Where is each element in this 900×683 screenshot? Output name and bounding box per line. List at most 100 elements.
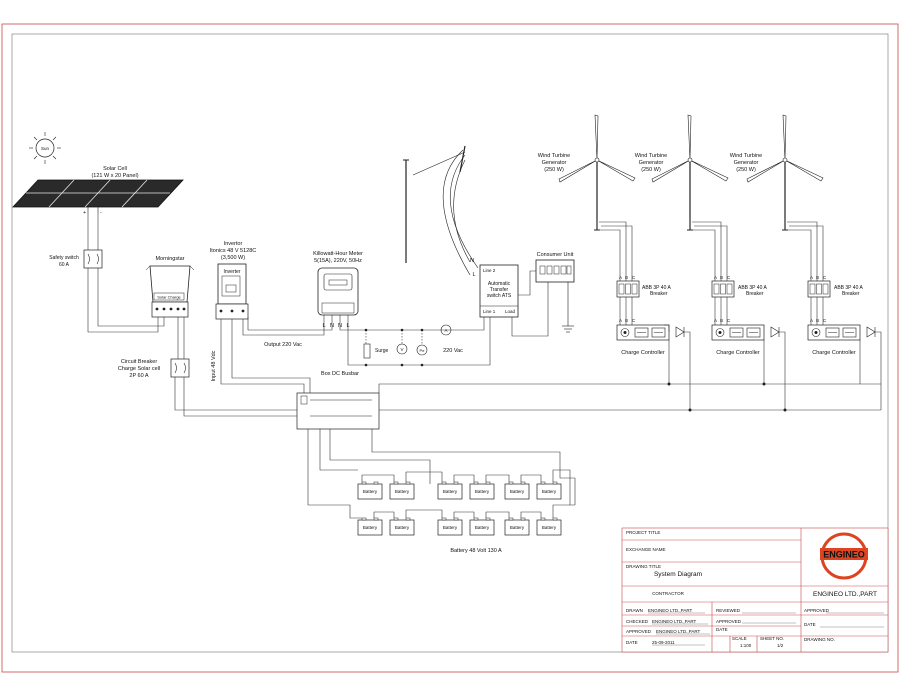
safety-switch-title: Safety switch [49,255,79,261]
t2-phase-a-top: A [714,275,717,280]
battery-cell-5: Battery [510,489,525,494]
power-meter-symbol: Pe [420,348,426,353]
ats-line1: Automatic [488,281,511,287]
consumer-unit-title: Consumer Unit [537,252,574,258]
t3-phase-c-top: C [823,275,827,280]
t3-phase-b-bot: B [816,318,819,323]
drawing-no-label: DRAWING NO. [804,637,835,642]
drawn-label: DRAWN [626,608,643,613]
safety-switch [83,249,103,269]
charge-controller-1-label: Charge Controller [621,350,665,356]
turbine-3-power: (250 W) [736,167,756,173]
input-label: Input 48 Vdc [211,350,217,381]
outer-frame [1,23,899,673]
morningstar-controller [145,265,195,318]
abb-2-line2: Breaker [746,291,764,297]
solar-cell-spec: (121 W x 20 Panel) [91,173,138,179]
t1-phase-a-top: A [619,275,622,280]
t2-phase-b-bot: B [720,318,723,323]
solar-cell-title: Solar Cell [103,166,127,172]
drawing-title-label: DRAWING TITLE [626,564,661,569]
wind-turbine-2 [651,114,729,231]
engineo-logo [820,532,868,580]
inverter [215,263,249,320]
turbine-1-power: (250 W) [544,167,564,173]
drawing-title: System Diagram [654,571,702,578]
battery-cell-6: Battery [542,489,557,494]
abb-2-line1: ABB 3P 40 A [738,285,767,291]
t3-phase-a-bot: A [810,318,813,323]
charge-controller-3 [807,324,876,341]
ats-line1-label: Line 1 [483,309,496,314]
t2-phase-b-top: B [720,275,723,280]
solar-breaker-line1: Circuit Breaker [121,359,158,365]
drawn-value: ENGINEO LTD.,PART [648,608,693,613]
inverter-box-label: Inverter [224,269,241,275]
date3-label: DATE [804,622,816,627]
abb-3-line1: ABB 3P 40 A [834,285,863,291]
date-value: 25-09-2011 [652,640,675,645]
t3-phase-c-bot: C [823,318,827,323]
vac-label: 220 Vac [443,348,463,354]
voltmeter [396,343,408,355]
t2-phase-c-bot: C [727,318,731,323]
approved-value: ENGINEO LTD.,PART [656,629,701,634]
battery-cell-3: Battery [443,489,458,494]
voltmeter-symbol: V [400,347,403,352]
turbine-1-subtitle: Generator [542,160,567,166]
t1-phase-a-bot: A [619,318,622,323]
turbine-2-power: (250 W) [641,167,661,173]
battery-cell-4: Battery [475,489,490,494]
grid-terminal-n: N [470,258,474,264]
sheet-label: SHEET NO. [760,636,784,641]
ground-symbol [562,282,574,333]
abb-1-line1: ABB 3P 40 A [642,285,671,291]
charge-controller-2-label: Charge Controller [716,350,760,356]
exchange-name-label: EXCHANGE NAME [626,547,666,552]
ats-line3: switch ATS [487,293,512,299]
date-label: DATE [626,640,638,645]
battery-cell-9: Battery [443,525,458,530]
approved3-label: APPROVED [804,608,830,613]
ats-load-label: Load [505,309,516,314]
approved2-label: APPROVED [716,619,742,624]
project-title-label: PROJECT TITLE [626,530,660,535]
wind-turbine-3 [746,114,824,231]
battery-cell-11: Battery [510,525,525,530]
t1-phase-b-top: B [625,275,628,280]
company-name: ENGINEO LTD.,PART [813,591,877,598]
morningstar-title: Morningstar [155,256,184,262]
turbine-1-title: Wind Turbine [538,153,570,159]
battery-cell-2: Battery [395,489,410,494]
wind-turbine-1 [558,114,636,231]
t1-phase-c-bot: C [632,318,636,323]
turbine-3-subtitle: Generator [734,160,759,166]
t2-phase-c-top: C [727,275,731,280]
charge-controller-1 [616,324,685,341]
checked-label: CHECKED [626,619,649,624]
kwh-meter-spec: 5(15A), 220V, 50Hz [314,258,362,264]
scale-value: 1:100 [740,643,752,648]
solar-breaker [170,358,190,378]
busbar-label: Box DC Busbar [321,371,359,377]
wiring-joints [364,328,787,412]
panel-minus: - [100,210,102,216]
ammeter-symbol: A [444,328,447,333]
utility-pole [403,145,479,276]
surge-protector [363,343,371,359]
power-meter [416,344,428,356]
battery-cell-1: Battery [363,489,378,494]
t3-phase-a-top: A [810,275,813,280]
inverter-title: Invertor [224,241,243,247]
logo-text: ENGINEO [823,550,865,560]
abb-1-line2: Breaker [650,291,668,297]
ats-line2-label: Line 2 [483,268,496,273]
ats-line2: Transfer [490,287,509,293]
sun-label: Sun [41,146,50,151]
sun-icon [29,132,61,164]
solar-panel [12,179,184,214]
solar-breaker-line2: Charge Solar cell [118,366,160,372]
output-label: Output 220 Vac [264,342,302,348]
charge-controller-2 [711,324,780,341]
